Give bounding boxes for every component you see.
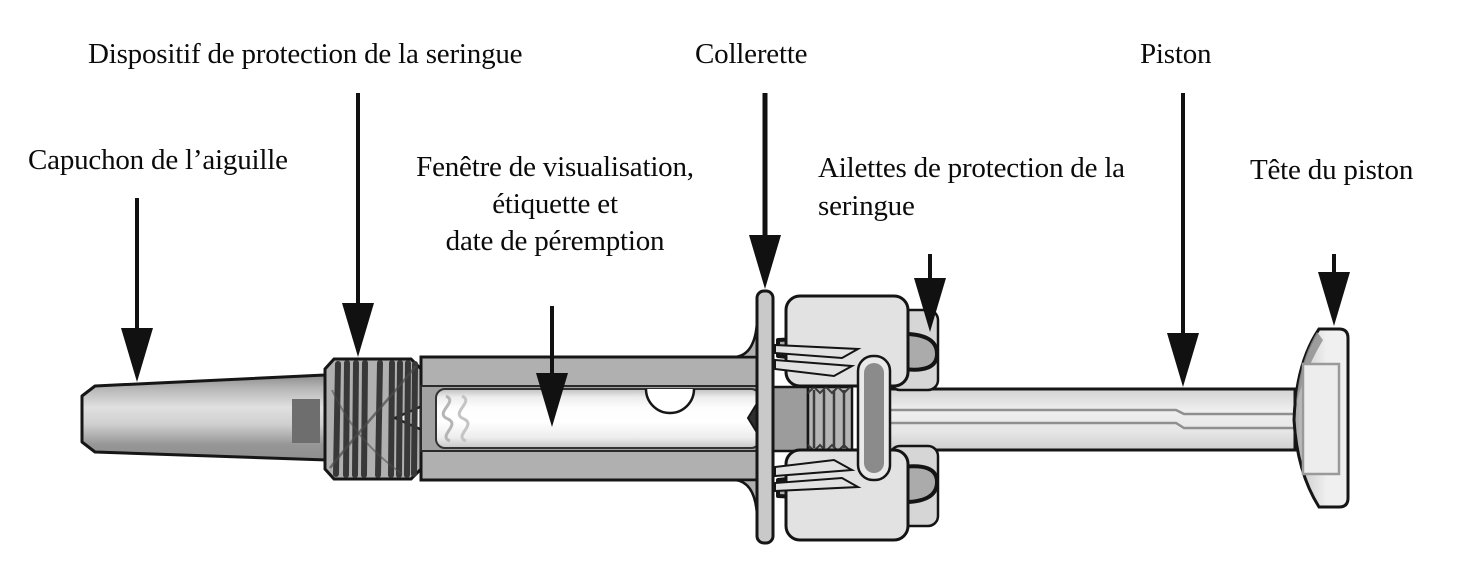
label-window: Fenêtre de visualisation, étiquette et d…	[416, 151, 694, 257]
label-flange: Collerette	[695, 38, 808, 70]
label-wings: Ailettes de protection de la seringue	[818, 152, 1125, 222]
arrow-to-needle-cap	[121, 198, 153, 382]
protection-wings	[774, 294, 940, 542]
plunger-rod	[887, 387, 1297, 452]
arrow-to-syringe-guard	[342, 93, 374, 357]
thread-section	[762, 385, 854, 453]
air-bubble	[644, 388, 696, 415]
label-syringe-guard: Dispositif de protection de la seringue	[88, 38, 523, 70]
pointer-arrows	[121, 93, 1350, 427]
arrow-to-plunger-head	[1318, 254, 1350, 326]
flange	[734, 289, 775, 545]
needle-cap	[80, 373, 329, 462]
label-plunger: Piston	[1140, 38, 1212, 70]
syringe-body	[419, 355, 765, 482]
arrow-to-plunger	[1167, 93, 1199, 387]
needle-hub	[292, 399, 320, 443]
label-needle-cap: Capuchon de l’aiguille	[28, 144, 288, 176]
viewing-window	[435, 388, 761, 449]
arrow-to-window	[536, 306, 568, 427]
arrow-to-flange	[749, 93, 781, 289]
arrow-to-wings	[914, 254, 946, 332]
label-plunger-head: Tête du piston	[1250, 154, 1414, 186]
plunger-head	[1292, 327, 1350, 509]
